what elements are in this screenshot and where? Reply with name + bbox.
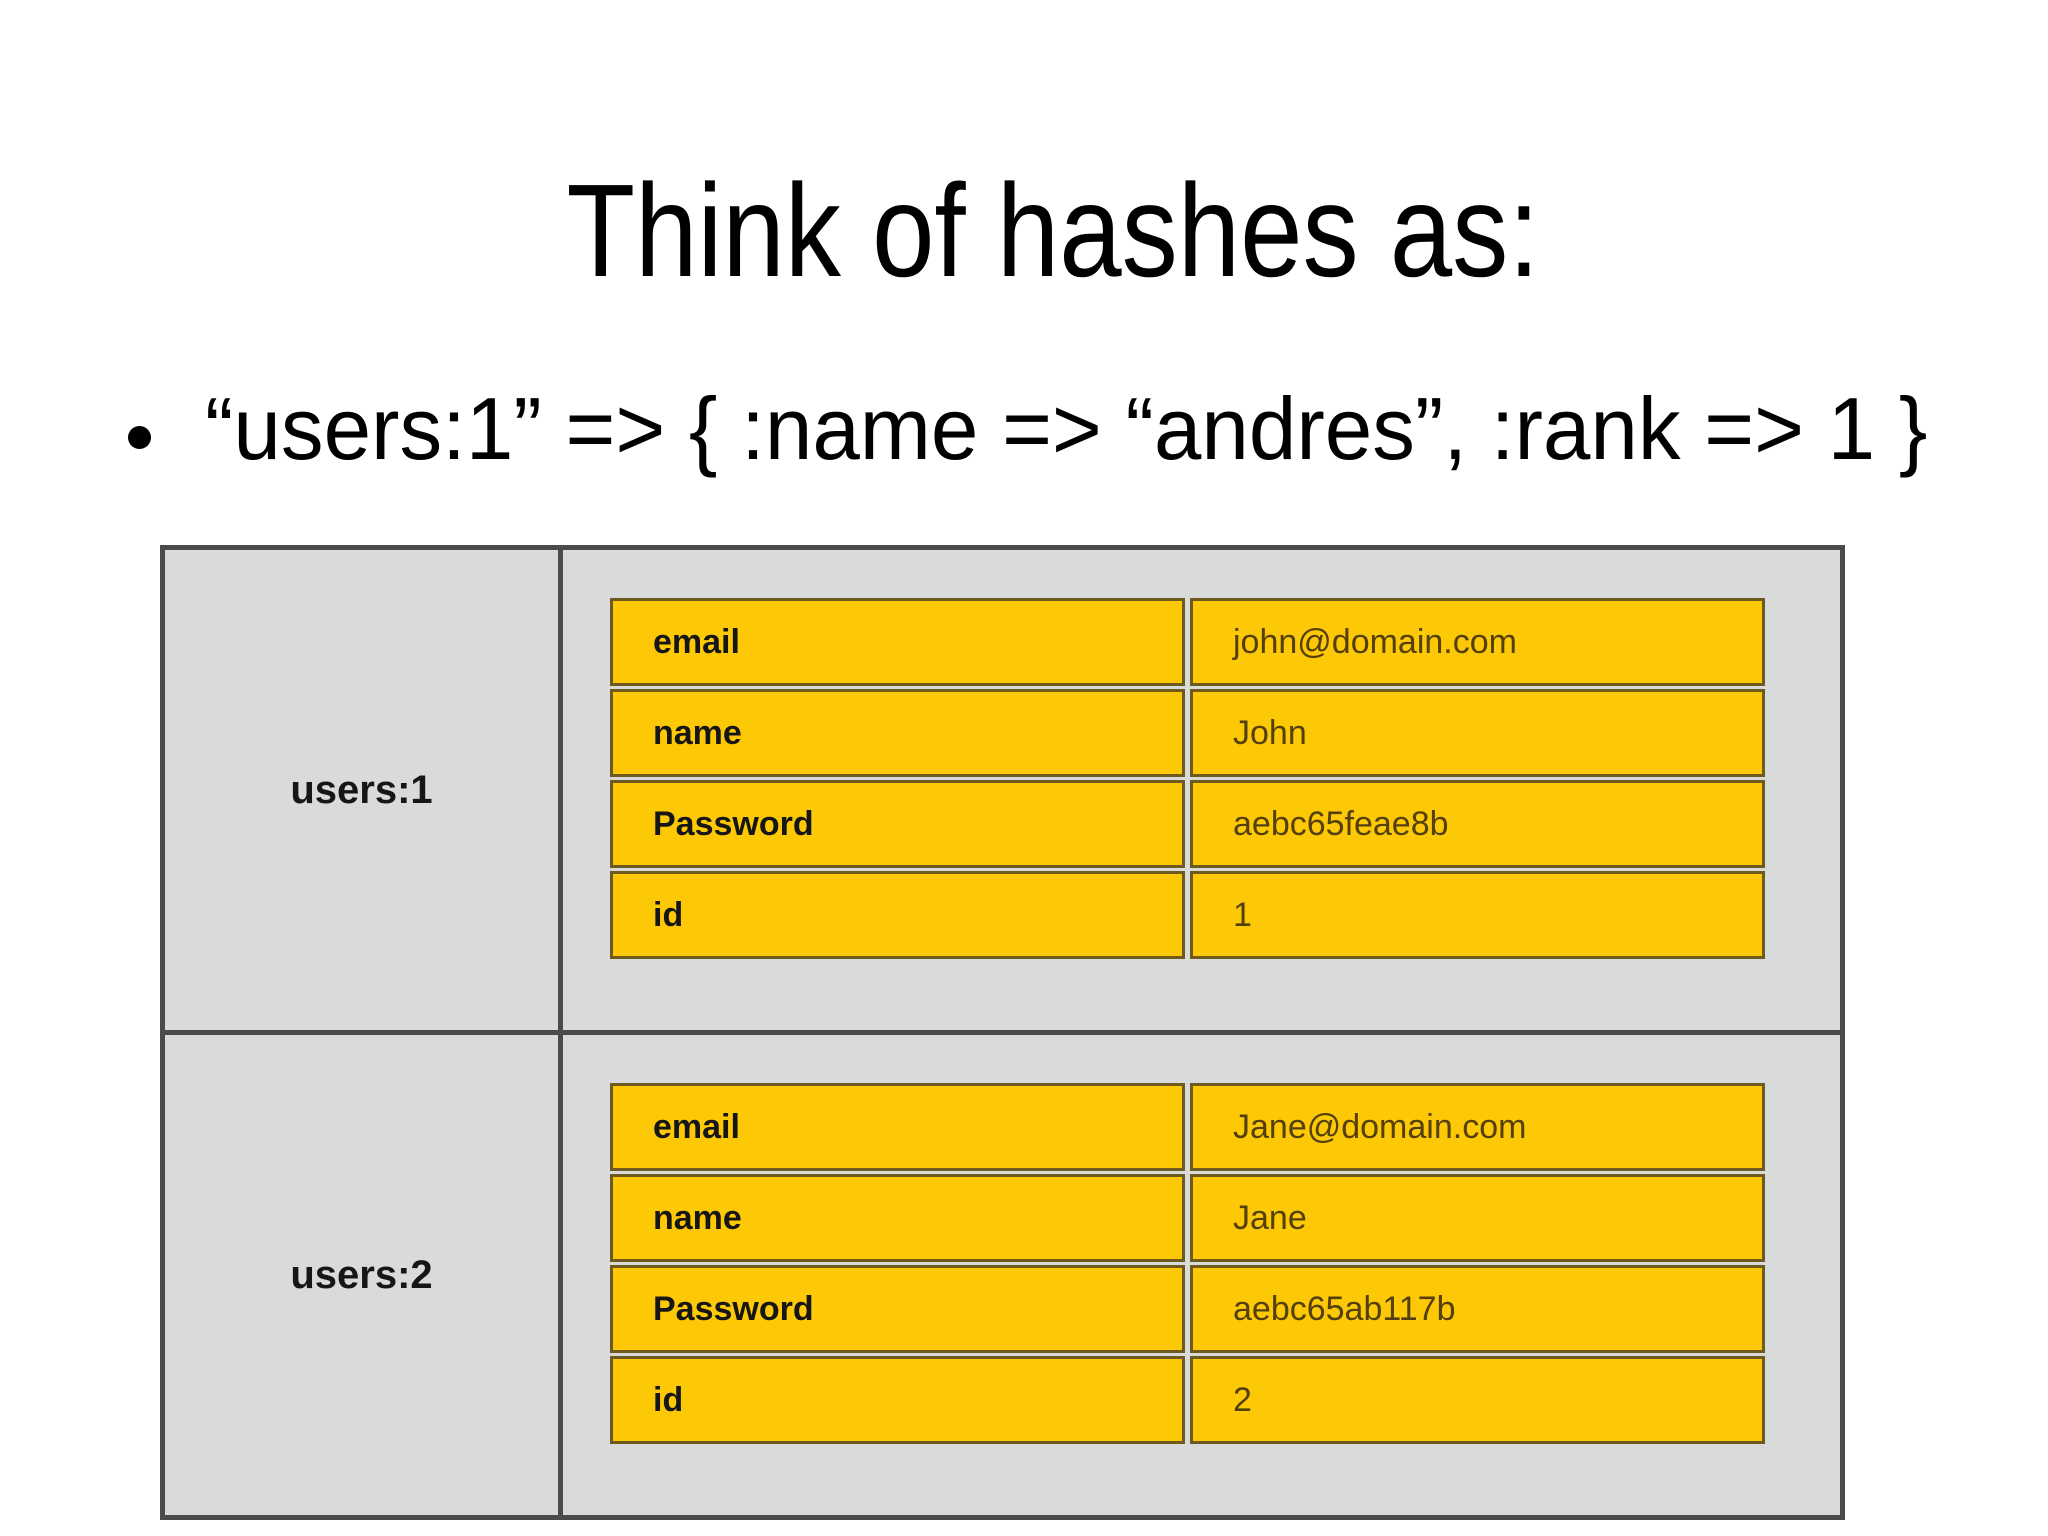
field-value: John [1190,689,1765,777]
field-value: john@domain.com [1190,598,1765,686]
field-key: id [610,871,1185,959]
field-key: name [610,1174,1185,1262]
field-value: 1 [1190,871,1765,959]
hash-fields-box: email john@domain.com name John Password… [563,550,1840,1030]
bullet-text: “users:1” => { :name => “andres”, :rank … [205,379,1928,478]
field-value: aebc65ab117b [1190,1265,1765,1353]
hash-fields-table: email Jane@domain.com name Jane Password… [605,1080,1770,1447]
table-row: name Jane [610,1174,1765,1262]
field-key: Password [610,780,1185,868]
table-row: name John [610,689,1765,777]
hash-fields-box: email Jane@domain.com name Jane Password… [563,1035,1840,1515]
hash-fields-table: email john@domain.com name John Password… [605,595,1770,962]
page-title: Think of hashes as: [566,157,1540,304]
field-key: name [610,689,1185,777]
field-value: 2 [1190,1356,1765,1444]
hash-key-label: users:2 [290,1252,433,1297]
table-row: Password aebc65feae8b [610,780,1765,868]
hash-row-users-2: users:2 email Jane@domain.com name Jane [165,1030,1840,1515]
field-key: Password [610,1265,1185,1353]
hash-row-users-1: users:1 email john@domain.com name John [165,550,1840,1030]
table-row: id 1 [610,871,1765,959]
table-row: email john@domain.com [610,598,1765,686]
field-key: email [610,1083,1185,1171]
table-row: Password aebc65ab117b [610,1265,1765,1353]
field-value: Jane [1190,1174,1765,1262]
field-key: id [610,1356,1185,1444]
table-row: email Jane@domain.com [610,1083,1765,1171]
bullet-icon [128,426,151,449]
bullet-item: “users:1” => { :name => “andres”, :rank … [128,378,2008,479]
table-row: id 2 [610,1356,1765,1444]
hash-key-box: users:2 [165,1035,563,1515]
hash-key-label: users:1 [290,767,433,812]
hash-diagram: users:1 email john@domain.com name John [160,545,1845,1520]
field-value: aebc65feae8b [1190,780,1765,868]
hash-key-box: users:1 [165,550,563,1030]
field-value: Jane@domain.com [1190,1083,1765,1171]
field-key: email [610,598,1185,686]
